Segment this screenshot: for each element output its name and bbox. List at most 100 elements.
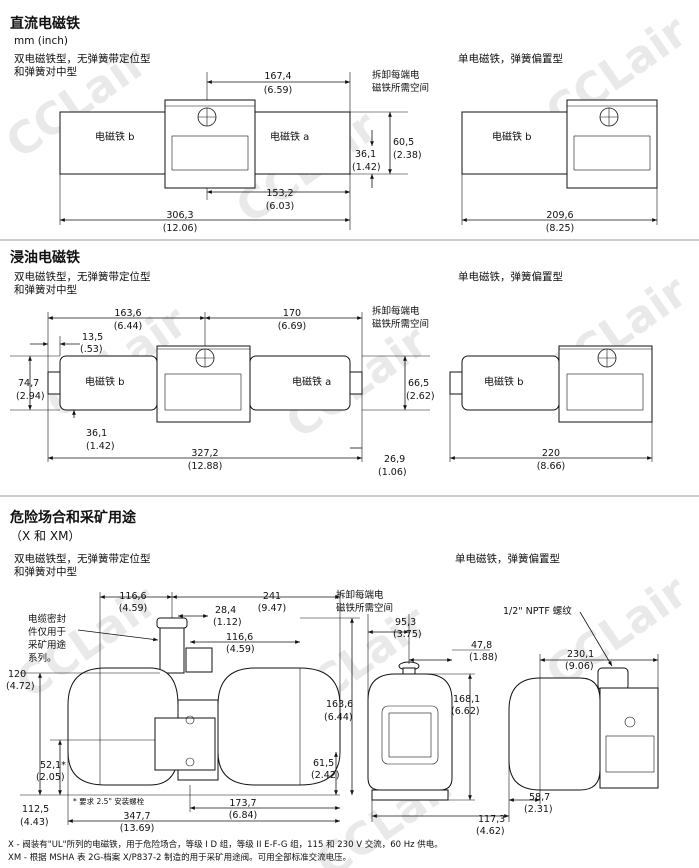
dim-value: (2.62) xyxy=(406,391,435,402)
dim-value: 36,1 xyxy=(86,428,107,439)
dim-value: (13.69) xyxy=(120,823,155,834)
bolt-circle xyxy=(185,757,195,767)
dim-value: 112,5 xyxy=(22,804,49,815)
dim-value: (8.25) xyxy=(546,223,575,234)
dim-value: 36,1 xyxy=(355,149,376,160)
left-caption: 和弹簧对中型 xyxy=(14,283,77,296)
cable-note: 件仅用于 xyxy=(28,626,66,638)
valve-center-body xyxy=(566,99,658,189)
junction-cover xyxy=(171,135,249,171)
dim-value: (6.03) xyxy=(266,201,295,212)
valve-drawing-double: 电磁铁 b 电磁铁 a xyxy=(47,345,363,423)
dim-value: 220 xyxy=(542,448,560,459)
dim-value: 327,2 xyxy=(191,448,218,459)
dim-value: 153,2 xyxy=(266,188,293,199)
end-cap xyxy=(349,371,363,395)
dim-value: 167,4 xyxy=(264,71,291,82)
removal-note: 磁铁所需空间 xyxy=(372,318,429,330)
dim-value: (6.62) xyxy=(451,706,480,717)
section-title: 浸油电磁铁 xyxy=(10,249,80,266)
nptf-port xyxy=(597,667,629,691)
dim-value: (9.06) xyxy=(565,661,594,672)
cable-note: 系列。 xyxy=(28,652,57,664)
dim-value: (1.06) xyxy=(378,467,407,478)
dim-value: (6.59) xyxy=(264,85,293,96)
left-caption: 双电磁铁型，无弹簧带定位型 xyxy=(14,52,151,65)
dim-value: (.53) xyxy=(80,344,103,355)
dim-value: 209,6 xyxy=(546,210,573,221)
left-caption: 双电磁铁型，无弹簧带定位型 xyxy=(14,270,151,283)
right-caption: 单电磁铁，弹簧偏置型 xyxy=(458,52,563,65)
nptf-note: 1/2" NPTF 螺纹 xyxy=(503,605,572,617)
dim-value: 163,6 xyxy=(326,699,353,710)
junction-cover xyxy=(573,135,651,171)
dim-value: 66,5 xyxy=(408,378,429,389)
dim-value: 60,5 xyxy=(393,137,414,148)
dim-value: (6.44) xyxy=(114,321,143,332)
dim-value: 47,8 xyxy=(471,640,492,651)
valve-drawing-double xyxy=(67,617,341,786)
coil-b-label: 电磁铁 b xyxy=(85,375,125,388)
dim-value: 168,1 xyxy=(453,694,480,705)
dim-value: 120 xyxy=(8,669,26,680)
dim-value: 58,7 xyxy=(529,792,550,803)
dim-value: (2.94) xyxy=(16,391,45,402)
section-oil-immersed: 浸油电磁铁 双电磁铁型，无弹簧带定位型 和弹簧对中型 单电磁铁，弹簧偏置型 电磁… xyxy=(10,249,653,478)
footnote-bolts: * 要求 2.5" 安装螺栓 xyxy=(73,796,145,806)
dim-value: (3.75) xyxy=(393,629,422,640)
dim-value: (12.88) xyxy=(188,461,223,472)
dim-value: 347,7 xyxy=(123,811,150,822)
coil-a-label: 电磁铁 a xyxy=(292,375,331,388)
end-view-base xyxy=(371,789,449,801)
valve-drawing-single: 电磁铁 b xyxy=(461,99,658,189)
solenoid-a-body xyxy=(217,667,341,786)
dim-value: 170 xyxy=(283,308,301,319)
section-hazardous: 危险场合和采矿用途 （X 和 XM） 双电磁铁型，无弹簧带定位型 和弹簧对中型 … xyxy=(6,509,659,863)
dim-value: (8.66) xyxy=(537,461,566,472)
valve-center-body xyxy=(599,687,659,789)
end-view-cover xyxy=(381,705,439,765)
end-view-body xyxy=(367,673,453,791)
dim-value: (4.72) xyxy=(6,681,35,692)
valve-end-view xyxy=(367,661,453,801)
dim-value: 116,6 xyxy=(226,632,253,643)
solenoid-b-body xyxy=(508,677,601,791)
valve-center-body xyxy=(164,99,256,189)
right-caption: 单电磁铁，弹簧偏置型 xyxy=(455,552,560,565)
section-dc-solenoid: 直流电磁铁 mm (inch) 双电磁铁型，无弹簧带定位型 和弹簧对中型 单电磁… xyxy=(10,15,658,234)
dim-value: 95,3 xyxy=(395,617,416,628)
solenoid-b-body xyxy=(59,111,166,175)
coil-b-label: 电磁铁 b xyxy=(95,130,135,143)
dim-value: 230,1 xyxy=(567,649,594,660)
units-label: mm (inch) xyxy=(14,35,68,47)
bolt-circle xyxy=(185,715,195,725)
dim-value: (4.62) xyxy=(476,826,505,837)
dim-value: 173,7 xyxy=(229,798,256,809)
dim-value: (2.38) xyxy=(393,150,422,161)
dim-value: (6.44) xyxy=(324,712,353,723)
dim-value: (12.06) xyxy=(163,223,198,234)
coil-b-label: 电磁铁 b xyxy=(484,375,524,388)
dim-value: (1.12) xyxy=(213,617,242,628)
dim-value: 241 xyxy=(263,591,281,602)
cable-gland-top xyxy=(156,617,188,629)
dim-value: (6.69) xyxy=(278,321,307,332)
footnote-xm: XM - 根据 MSHA 表 2G-档案 X/P837-2 制造的用于采矿用途阀… xyxy=(8,852,351,863)
dim-value: 61,5 xyxy=(313,758,334,769)
dim-value: 74,7 xyxy=(18,378,39,389)
dim-value: (4.59) xyxy=(226,644,255,655)
cable-gland xyxy=(159,624,185,674)
section-subtitle: （X 和 XM） xyxy=(10,529,80,543)
removal-note: 磁铁所需空间 xyxy=(336,602,393,614)
valve-subplate xyxy=(605,735,655,773)
dim-value: 52,1* xyxy=(40,760,66,771)
dim-value: (2.31) xyxy=(524,804,553,815)
end-cap xyxy=(449,371,463,395)
dim-value: (6.84) xyxy=(229,810,258,821)
dim-value: (4.59) xyxy=(119,603,148,614)
junction-cover xyxy=(164,373,242,411)
coil-b-label: 电磁铁 b xyxy=(492,130,532,143)
removal-note: 拆卸每端电 xyxy=(336,589,384,601)
